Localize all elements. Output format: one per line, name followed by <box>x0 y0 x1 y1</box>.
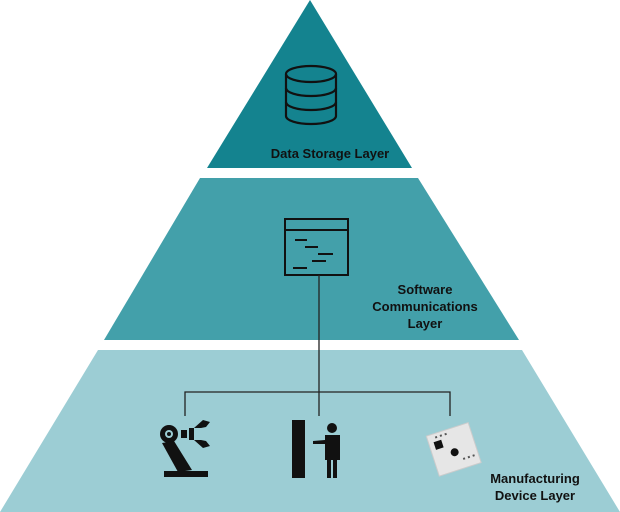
manufacturing-device-layer-shape <box>0 350 620 512</box>
label-line: Software <box>397 282 453 297</box>
database-icon <box>284 64 338 126</box>
software-communications-layer-shape <box>104 178 519 340</box>
label-line: Device Layer <box>494 488 576 503</box>
device-controller-icon <box>425 421 482 477</box>
software-communications-layer-label: Software Communications Layer <box>355 281 495 332</box>
data-storage-layer-shape <box>207 0 412 168</box>
software-window-icon <box>284 218 349 276</box>
label-line: Manufacturing <box>490 471 580 486</box>
data-storage-layer-label: Data Storage Layer <box>270 146 390 161</box>
connector-lines <box>184 275 451 416</box>
label-line: Communications <box>372 299 478 314</box>
manufacturing-device-layer-label: Manufacturing Device Layer <box>470 470 600 504</box>
operator-machine-icon <box>292 420 340 478</box>
label-line: Layer <box>407 316 443 331</box>
robot-arm-icon <box>160 420 210 477</box>
